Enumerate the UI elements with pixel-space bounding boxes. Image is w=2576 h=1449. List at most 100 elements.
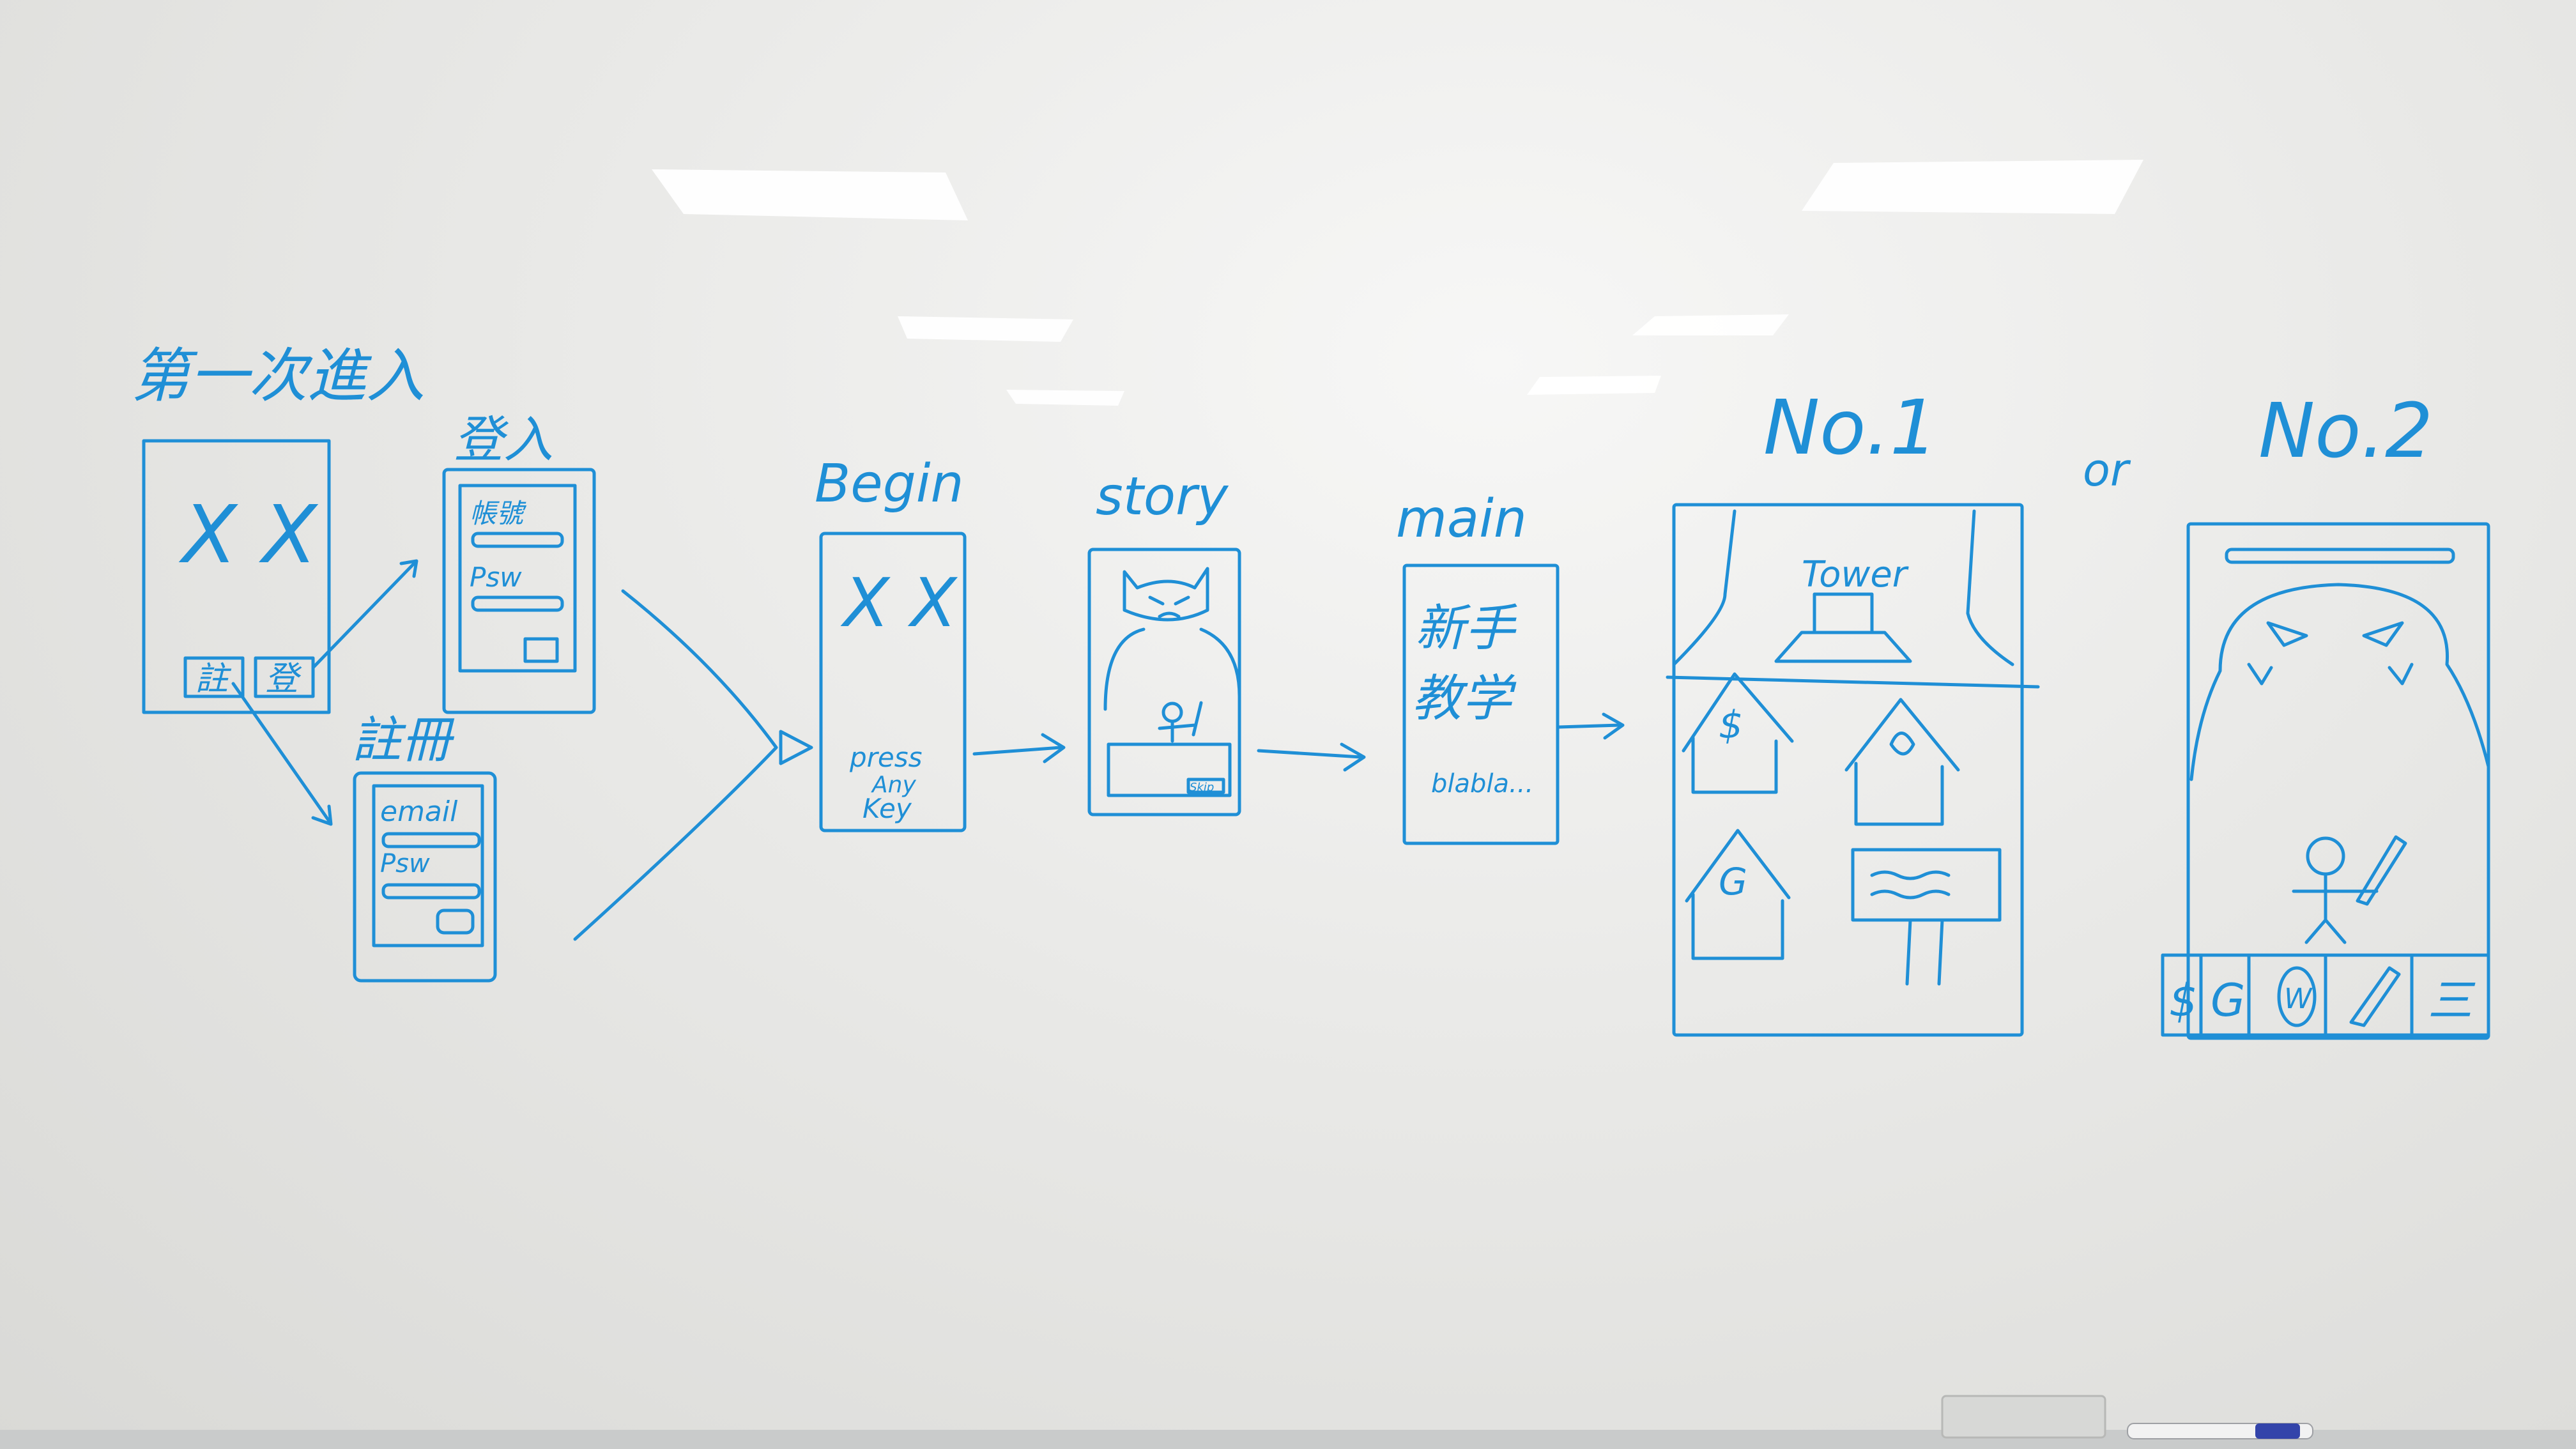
phone-frame bbox=[1672, 503, 2024, 1037]
phone-frame bbox=[2186, 522, 2490, 1040]
screen-register: email Psw bbox=[353, 771, 497, 983]
marker-cap bbox=[2255, 1423, 2300, 1439]
account-field bbox=[471, 532, 564, 548]
title-mark: X X bbox=[178, 489, 318, 581]
chevron-head bbox=[779, 730, 813, 765]
phone-frame bbox=[442, 468, 596, 714]
label-main: main bbox=[1396, 489, 1527, 549]
notice-text bbox=[1870, 870, 1951, 900]
house-1-label: $ bbox=[1719, 703, 1743, 747]
press-text-1: press bbox=[849, 742, 923, 773]
tower-gate bbox=[1813, 592, 1874, 634]
label-story: story bbox=[1096, 466, 1229, 527]
screen-story: Skip bbox=[1087, 548, 1241, 816]
account-field-label: 帳號 bbox=[470, 498, 527, 529]
menu-emblem bbox=[2277, 966, 2317, 1027]
arrow-main-no1 bbox=[1557, 723, 1621, 729]
glare-5 bbox=[1006, 390, 1124, 406]
menu-shop: $ bbox=[2169, 974, 2198, 1027]
arrow-head bbox=[399, 559, 418, 578]
screen-no2: $ G W 三 bbox=[2161, 522, 2490, 1040]
house-3 bbox=[1685, 829, 1791, 960]
label-login: 登入 bbox=[454, 411, 553, 469]
tower-base bbox=[1774, 631, 1912, 663]
title-mark: X X bbox=[840, 564, 958, 642]
phone-frame bbox=[1402, 564, 1560, 845]
label-register: 註冊 bbox=[351, 712, 455, 769]
divider bbox=[1666, 675, 2040, 689]
glare-3 bbox=[898, 316, 1073, 342]
register-button bbox=[183, 656, 245, 698]
screen-no1: Tower $ G bbox=[1666, 503, 2040, 1037]
light-reflections bbox=[652, 160, 2143, 406]
notice-posts bbox=[1905, 918, 1944, 986]
email-field bbox=[381, 832, 481, 848]
menu-emblem-label: W bbox=[2284, 983, 2313, 1015]
label-begin: Begin bbox=[815, 454, 964, 514]
menu-dividers bbox=[2199, 953, 2414, 1037]
hero-head bbox=[2306, 836, 2345, 876]
monster-body bbox=[1103, 627, 1241, 711]
arrow-head bbox=[1041, 733, 1066, 763]
phone-frame bbox=[142, 439, 331, 714]
tower-walls bbox=[1672, 509, 2014, 666]
merge-chevron bbox=[573, 589, 778, 941]
submit-button bbox=[523, 637, 559, 663]
house-1 bbox=[1682, 672, 1794, 794]
label-no2: No.2 bbox=[2258, 387, 2433, 475]
hero-sword bbox=[2356, 835, 2407, 906]
password-field bbox=[471, 595, 564, 612]
arrow-to-register bbox=[231, 682, 331, 823]
password-field-label: Psw bbox=[470, 562, 522, 593]
house-3-label: G bbox=[1719, 860, 1747, 903]
register-button-label: 註 bbox=[195, 660, 232, 698]
screen-begin: X X press Any Key bbox=[819, 532, 967, 832]
marker-tray bbox=[0, 1395, 2576, 1449]
submit-button bbox=[436, 908, 475, 935]
boss-fangs bbox=[2247, 663, 2414, 686]
email-field-label: email bbox=[380, 795, 458, 828]
glare-2 bbox=[1802, 160, 2143, 214]
glare-6 bbox=[1527, 376, 1661, 395]
arrow-story-main bbox=[1257, 749, 1363, 759]
dialog-box bbox=[1107, 742, 1232, 797]
inner-frame bbox=[458, 484, 577, 673]
phone-frame bbox=[353, 771, 497, 983]
menu-more: 三 bbox=[2428, 974, 2476, 1027]
phone-frame bbox=[1087, 548, 1241, 816]
tutorial-line-1: 新手 bbox=[1415, 600, 1517, 657]
skip-button bbox=[1186, 778, 1225, 794]
hero-body bbox=[1158, 701, 1203, 743]
monster-face bbox=[1148, 595, 1190, 618]
password-field bbox=[381, 883, 481, 900]
boss-eyes bbox=[2266, 621, 2404, 647]
boss-hp-bar bbox=[2225, 548, 2455, 564]
house-2-emblem bbox=[1889, 732, 1915, 756]
label-first-entry: 第一次進入 bbox=[131, 342, 425, 410]
glare-1 bbox=[652, 169, 968, 220]
arrow-head bbox=[1602, 712, 1625, 740]
eraser bbox=[1941, 1395, 2106, 1439]
screen-login: 帳號 Psw bbox=[442, 468, 596, 714]
menu-sword-icon bbox=[2349, 966, 2401, 1027]
tutorial-line-3: blabla... bbox=[1431, 769, 1533, 799]
inner-frame bbox=[372, 784, 484, 947]
hero-head bbox=[1162, 702, 1183, 723]
tower-label: Tower bbox=[1802, 554, 1909, 595]
house-2 bbox=[1844, 698, 1960, 826]
arrow-to-login bbox=[311, 560, 417, 670]
notice-board bbox=[1851, 848, 2002, 922]
label-or: or bbox=[2083, 444, 2131, 496]
press-text-3: Key bbox=[862, 793, 912, 824]
press-text-2: Any bbox=[871, 772, 916, 798]
menu-guild: G bbox=[2211, 974, 2245, 1027]
arrow-begin-story bbox=[972, 746, 1062, 756]
tutorial-line-2: 教学 bbox=[1412, 670, 1517, 728]
arrow-head bbox=[311, 804, 333, 826]
password-field-label: Psw bbox=[380, 849, 430, 878]
label-no1: No.1 bbox=[1763, 383, 1938, 471]
screen-first-entry: X X 註 登 bbox=[142, 439, 331, 714]
boss-body bbox=[2189, 583, 2490, 781]
hero-body bbox=[2292, 873, 2379, 944]
